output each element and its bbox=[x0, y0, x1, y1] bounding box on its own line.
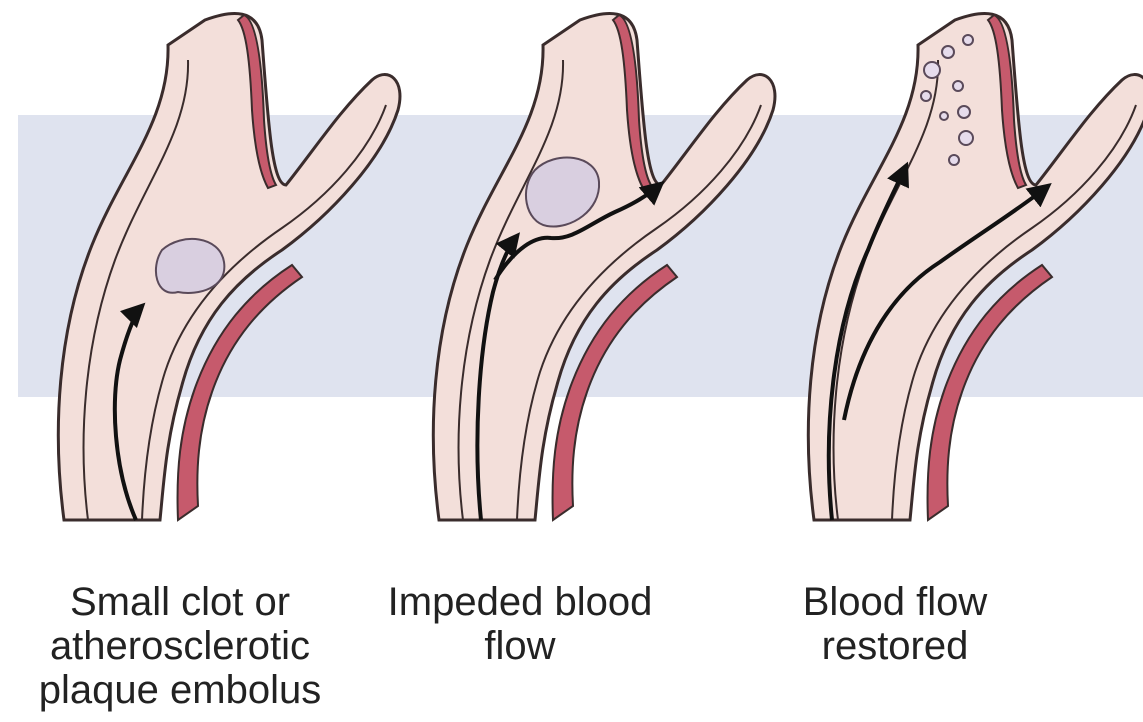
caption-line: Impeded blood bbox=[350, 580, 690, 624]
caption-line: Small clot or bbox=[10, 580, 350, 624]
clot-icon bbox=[156, 239, 224, 293]
caption-line: plaque embolus bbox=[10, 668, 350, 712]
caption-impeded: Impeded blood flow bbox=[350, 580, 690, 668]
caption-clot: Small clot or atherosclerotic plaque emb… bbox=[10, 580, 350, 712]
caption-line: flow bbox=[350, 624, 690, 668]
caption-line: restored bbox=[730, 624, 1060, 668]
caption-restored: Blood flow restored bbox=[730, 580, 1060, 668]
caption-line: Blood flow bbox=[730, 580, 1060, 624]
caption-line: atherosclerotic bbox=[10, 624, 350, 668]
